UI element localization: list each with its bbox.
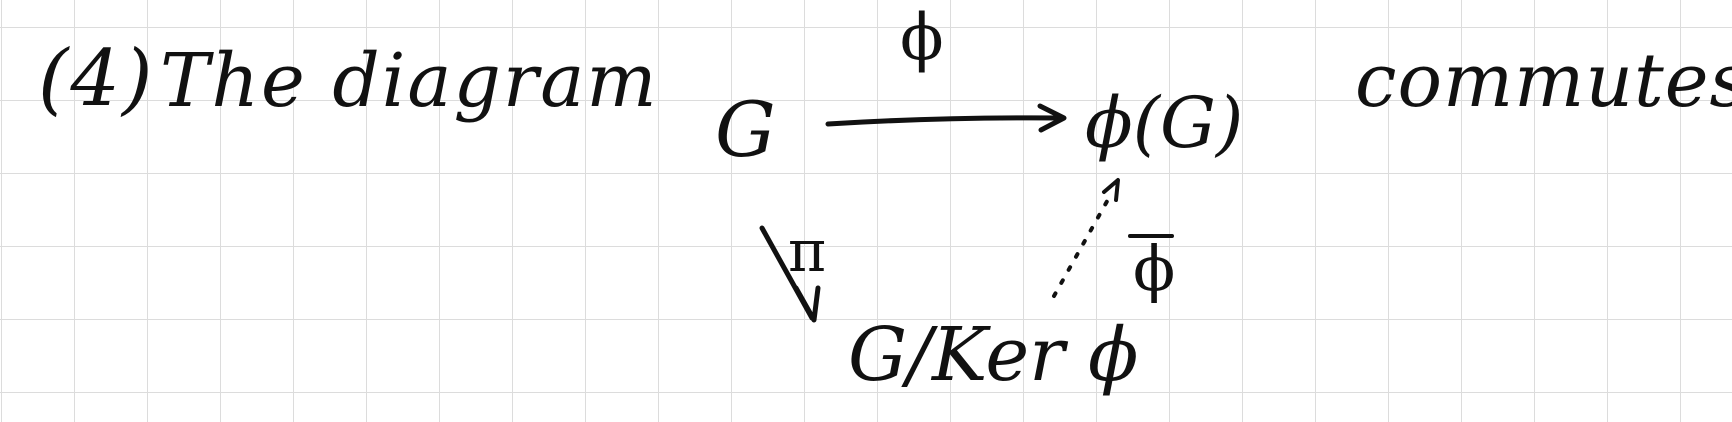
arrow-label-pi: π: [788, 217, 827, 285]
diagram-node-image: ϕ(G): [1085, 82, 1244, 164]
arrow-phi-bar: [1052, 178, 1120, 298]
arrow-phi: [825, 103, 1067, 133]
arrow-label-phi: ϕ: [900, 1, 944, 75]
arrow-label-phi-bar: ϕ: [1133, 232, 1176, 305]
diagram-node-g: G: [715, 85, 776, 174]
phi-bar-overline: [1128, 234, 1174, 238]
statement-end-text: commutes.: [1355, 38, 1732, 124]
item-number-label: (4): [38, 34, 155, 124]
statement-lead-text: The diagram: [160, 38, 659, 124]
diagram-node-quotient: G/Ker ϕ: [848, 312, 1139, 398]
